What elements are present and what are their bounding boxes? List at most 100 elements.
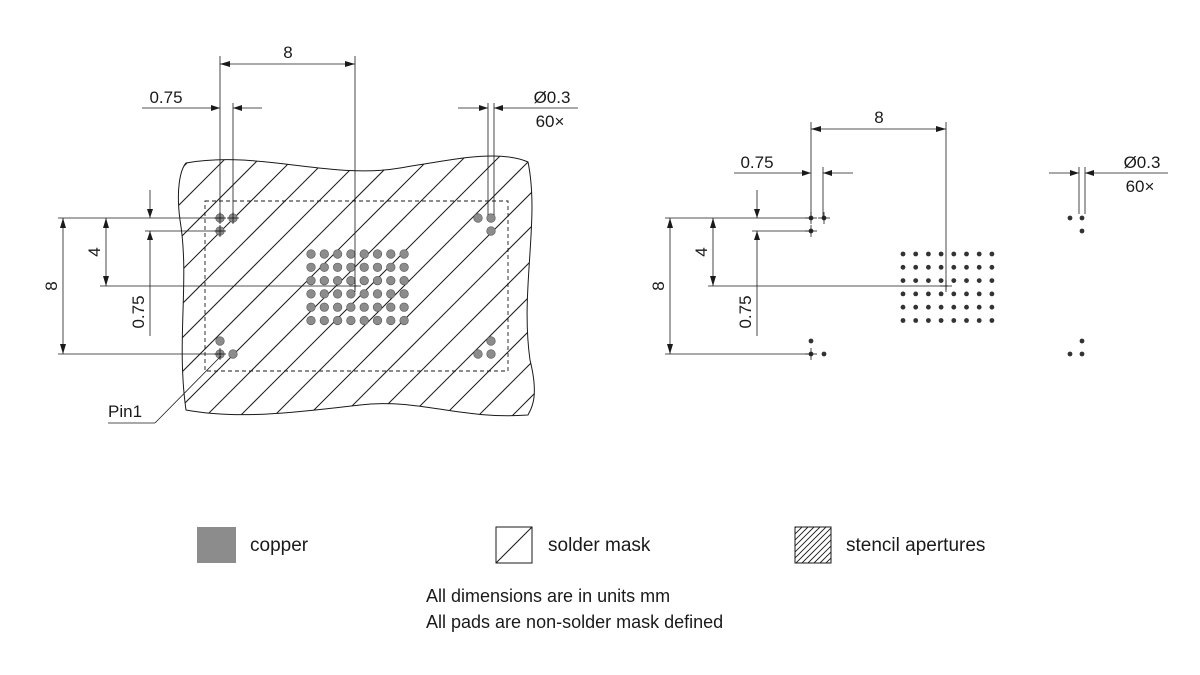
dim-width-left: 8 — [219, 43, 356, 290]
center-pad — [346, 302, 356, 312]
center-pad — [386, 302, 396, 312]
center-pad — [306, 276, 316, 286]
center-aperture — [964, 304, 969, 310]
dim-diameter-right: Ø0.3 60× — [1049, 153, 1168, 214]
legend-copper-label: copper — [250, 535, 309, 556]
center-pad — [359, 315, 369, 326]
center-aperture — [938, 304, 944, 310]
center-aperture — [989, 264, 995, 270]
center-aperture — [938, 291, 944, 297]
dim-diameter-label: Ø0.3 — [534, 88, 571, 107]
center-pad — [346, 249, 356, 259]
center-aperture — [976, 251, 982, 257]
center-aperture — [964, 278, 969, 283]
center-aperture — [913, 264, 919, 270]
center-aperture — [938, 264, 944, 270]
corner-pad — [486, 213, 496, 223]
center-pad — [386, 249, 396, 259]
center-pad — [346, 262, 356, 272]
center-aperture — [951, 318, 957, 323]
center-aperture — [964, 318, 969, 323]
center-aperture — [976, 304, 982, 310]
corner-pad — [486, 349, 496, 359]
center-aperture — [926, 304, 931, 310]
center-aperture — [976, 264, 982, 270]
center-pad — [306, 262, 316, 272]
dim-height-left: 8 — [42, 217, 222, 355]
dim-half-left: 4 — [85, 218, 357, 287]
center-aperture — [951, 304, 957, 310]
dim-half-label: 4 — [85, 247, 104, 256]
center-pad — [386, 262, 396, 272]
corner-aperture — [1079, 228, 1085, 234]
center-aperture — [926, 291, 931, 297]
dim-width-label: 8 — [283, 43, 292, 62]
center-pad — [333, 262, 343, 272]
center-pad — [386, 289, 396, 299]
dim-diameter-label-right: Ø0.3 — [1124, 153, 1161, 172]
dim-count-label: 60× — [536, 112, 565, 131]
center-pad — [306, 302, 316, 312]
center-pad — [346, 289, 356, 299]
corner-aperture — [1079, 351, 1085, 357]
corner-aperture — [1079, 338, 1085, 344]
dim-height-right: 8 — [649, 217, 812, 355]
dim-width-label-right: 8 — [874, 108, 883, 127]
center-aperture — [913, 304, 919, 310]
dim-pitch-top-left: 0.75 — [142, 88, 262, 215]
corner-pad — [486, 226, 496, 236]
center-aperture — [964, 251, 969, 257]
center-pad — [372, 289, 383, 299]
center-aperture — [976, 278, 982, 283]
center-pad — [399, 302, 409, 312]
center-pad — [346, 276, 356, 286]
dim-width-right: 8 — [810, 108, 947, 290]
center-pad — [333, 249, 343, 259]
note-units: All dimensions are in units mm — [426, 586, 670, 606]
dim-pitch-side-left: 0.75 — [129, 190, 222, 336]
center-aperture — [900, 278, 906, 283]
center-pad — [386, 315, 396, 326]
center-aperture — [951, 278, 957, 283]
center-aperture — [976, 318, 982, 323]
center-aperture — [900, 251, 906, 257]
center-aperture — [926, 278, 931, 283]
left-view: 8 0.75 Ø0.3 60× 8 — [42, 43, 578, 424]
center-aperture — [926, 251, 931, 257]
center-pad — [333, 276, 343, 286]
solder-mask-hatching — [178, 155, 535, 416]
dim-height-label-right: 8 — [649, 281, 668, 290]
center-pad — [359, 262, 369, 272]
center-pad — [372, 315, 383, 326]
center-aperture — [926, 264, 931, 270]
center-aperture — [938, 318, 944, 323]
dim-pitch-top-label: 0.75 — [149, 88, 182, 107]
center-pad — [319, 249, 329, 259]
center-pad — [399, 315, 409, 326]
center-pad — [359, 302, 369, 312]
center-aperture — [989, 304, 995, 310]
corner-pad — [473, 213, 483, 223]
center-aperture — [900, 318, 906, 323]
center-pad — [319, 262, 329, 272]
corner-aperture — [821, 351, 827, 357]
dim-pitch-top-right: 0.75 — [734, 153, 853, 218]
center-pad — [306, 289, 316, 299]
center-pad — [372, 262, 383, 272]
center-pad — [346, 315, 356, 326]
center-pad — [386, 276, 396, 286]
legend: copper solder mask stencil apertures — [197, 526, 985, 564]
legend-stencil-label: stencil apertures — [846, 535, 985, 556]
center-pad — [372, 249, 383, 259]
dim-pitch-side-label-right: 0.75 — [736, 295, 755, 328]
corner-aperture — [1067, 351, 1073, 357]
note-pads: All pads are non-solder mask defined — [426, 612, 723, 632]
right-view: 8 0.75 Ø0.3 60× 8 — [649, 108, 1168, 360]
dim-diameter-left: Ø0.3 60× — [458, 88, 578, 215]
corner-pad — [486, 336, 496, 346]
dim-height-label: 8 — [42, 281, 61, 290]
center-aperture — [900, 291, 906, 297]
center-aperture — [964, 291, 969, 297]
dim-half-label-right: 4 — [692, 247, 711, 256]
center-aperture — [989, 318, 995, 323]
